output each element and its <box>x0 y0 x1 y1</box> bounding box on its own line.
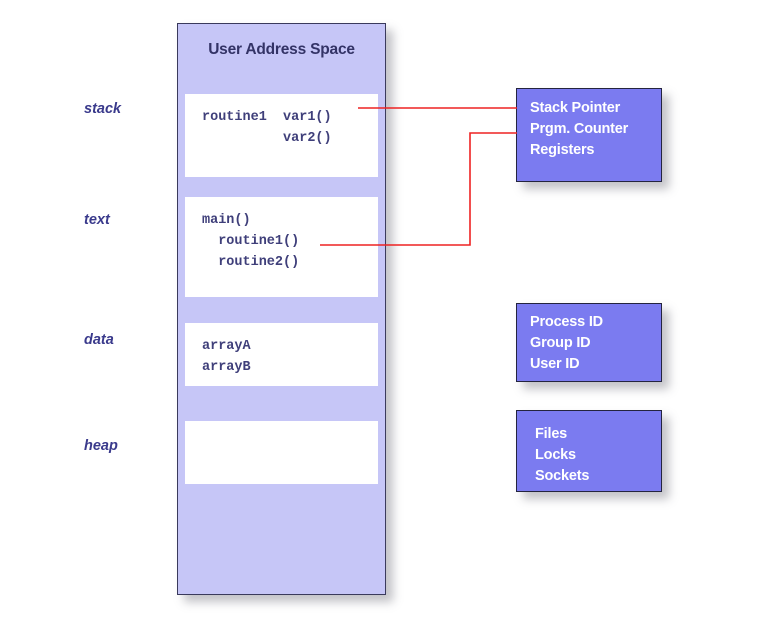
stack-segment-code: routine1 var1() var2() <box>202 110 332 146</box>
heap-segment-box <box>185 421 378 484</box>
resources-box: Files Locks Sockets <box>516 410 662 492</box>
identity-box: Process ID Group ID User ID <box>516 303 662 382</box>
cpu-state-box: Stack Pointer Prgm. Counter Registers <box>516 88 662 182</box>
section-label-data: data <box>84 332 114 348</box>
data-segment-code: arrayA arrayB <box>202 339 251 375</box>
resources-text: Files Locks Sockets <box>535 426 590 484</box>
section-label-heap: heap <box>84 438 118 454</box>
cpu-state-text: Stack Pointer Prgm. Counter Registers <box>530 100 629 158</box>
section-label-stack: stack <box>84 101 122 117</box>
text-segment-code: main() routine1() routine2() <box>202 213 300 270</box>
text-segment-box: main() routine1() routine2() <box>185 197 378 297</box>
stack-segment-box: routine1 var1() var2() <box>185 94 378 177</box>
identity-text: Process ID Group ID User ID <box>530 314 603 372</box>
section-label-text: text <box>84 212 110 228</box>
panel-title: User Address Space <box>208 41 355 58</box>
data-segment-box: arrayA arrayB <box>185 323 378 386</box>
user-address-space-panel: User Address Space routine1 var1() var2(… <box>177 23 386 595</box>
